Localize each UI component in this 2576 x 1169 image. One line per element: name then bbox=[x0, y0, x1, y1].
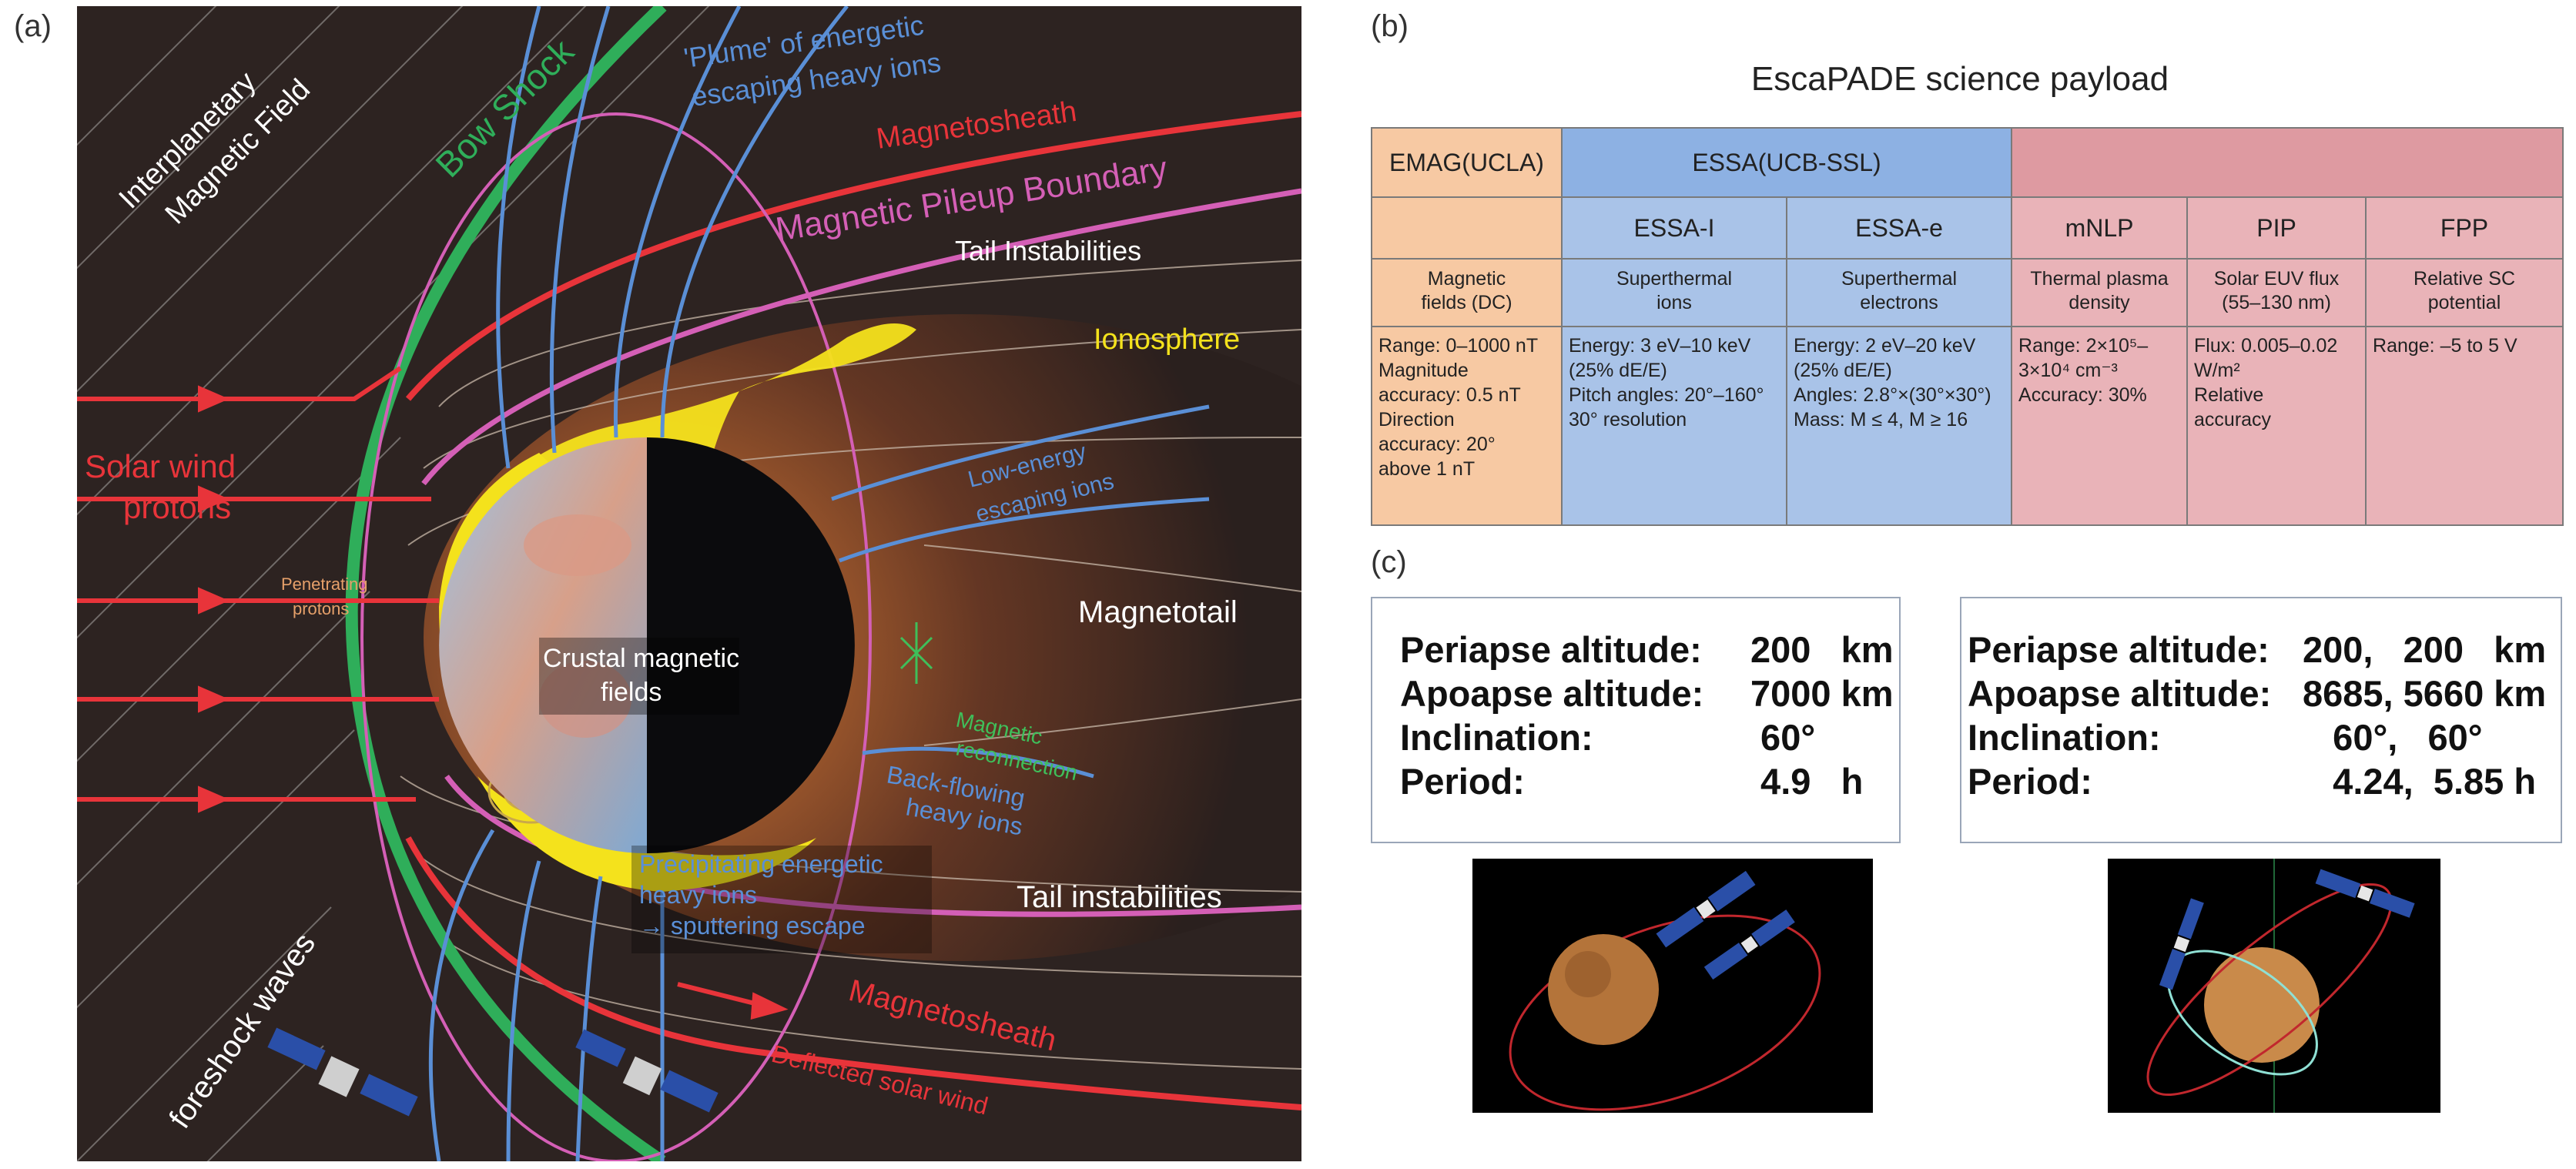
spec-cell-essa-i: Energy: 3 eV–10 keV(25% dE/E)Pitch angle… bbox=[1561, 326, 1787, 526]
magnetotail-label: Magnetotail bbox=[1078, 595, 1238, 629]
instrument-essa-e: ESSA-e bbox=[1785, 196, 2013, 260]
pileup-boundary-lower bbox=[444, 774, 1301, 917]
inclination-row: Inclination: 60°, 60° bbox=[1968, 717, 2483, 758]
period-row: Period: 4.9 h bbox=[1400, 761, 1864, 802]
crustal-label-1: Crustal magnetic bbox=[543, 644, 739, 673]
panel-label-c: (c) bbox=[1371, 545, 1407, 579]
solar-wind-arrows bbox=[77, 366, 789, 1020]
period-row: Period: 4.24, 5.85 h bbox=[1968, 761, 2537, 802]
instrument-pip: PIP bbox=[2186, 196, 2367, 260]
ionosphere-label: Ionosphere bbox=[1094, 323, 1240, 356]
payload-title: EscaPADE science payload bbox=[1750, 60, 2169, 98]
apoapse-row: Apoapse altitude:7000 km bbox=[1400, 673, 1894, 714]
instrument-essa-i: ESSA-I bbox=[1561, 196, 1787, 260]
instrument-emag bbox=[1371, 196, 1563, 260]
group-emag: EMAG(UCLA) bbox=[1371, 127, 1563, 198]
instrument-fpp: FPP bbox=[2365, 196, 2564, 260]
apoapse-row: Apoapse altitude:8685, 5660 km bbox=[1968, 673, 2547, 714]
mars-planet bbox=[439, 437, 855, 853]
tail-instabilities-top-label: Tail Instabilities bbox=[955, 235, 1141, 266]
tail-instabilities-bottom-label: Tail instabilities bbox=[1017, 880, 1222, 914]
orbit-params-dual: Periapse altitude:200, 200 km Apoapse al… bbox=[1960, 597, 2562, 843]
draped-field-lines bbox=[400, 260, 1301, 1070]
penetrating-label-2: protons bbox=[293, 599, 349, 618]
imf-lines bbox=[77, 6, 710, 1161]
single-orbit-illustration bbox=[1472, 859, 1873, 1113]
periapse-row: Periapse altitude:200 km bbox=[1400, 629, 1894, 670]
penetrating-label-1: Penetrating bbox=[281, 574, 368, 594]
reconnection-marker bbox=[899, 622, 933, 684]
ionosphere-lower bbox=[477, 776, 816, 892]
crustal-label-bg bbox=[539, 638, 739, 715]
satellite-left bbox=[267, 1027, 418, 1117]
spec-cell-fpp: Range: –5 to 5 V bbox=[2365, 326, 2564, 526]
crustal-label-2: fields bbox=[601, 678, 662, 707]
precipitating-label-3: → sputtering escape bbox=[639, 912, 866, 940]
instrument-row: ESSA-I ESSA-e mNLP PIP FPP bbox=[1371, 196, 2564, 260]
precipitating-label-2: heavy ions bbox=[639, 881, 757, 909]
panel-label-a: (a) bbox=[14, 9, 52, 43]
periapse-row: Periapse altitude:200, 200 km bbox=[1968, 629, 2547, 670]
dual-orbit-illustration bbox=[2108, 859, 2440, 1113]
bow-shock-curve bbox=[345, 6, 667, 1161]
panel-label-b: (b) bbox=[1371, 9, 1409, 43]
inclination-row: Inclination: 60° bbox=[1400, 717, 1816, 758]
precipitating-label-bg bbox=[631, 846, 932, 953]
measurement-cell: Solar EUV flux(55–130 nm) bbox=[2186, 258, 2367, 327]
group-plasma bbox=[2011, 127, 2564, 198]
group-essa: ESSA(UCB-SSL) bbox=[1560, 127, 2013, 198]
payload-table: EMAG(UCLA) ESSA(UCB-SSL) ESSA-I ESSA-e m… bbox=[1371, 127, 2564, 526]
spec-cell-essa-e: Energy: 2 eV–20 keV(25% dE/E)Angles: 2.8… bbox=[1785, 326, 2013, 526]
pileup-boundary-curve bbox=[421, 188, 1301, 486]
group-row: EMAG(UCLA) ESSA(UCB-SSL) bbox=[1371, 127, 2564, 198]
magnetosheath-upper-curve bbox=[405, 111, 1301, 401]
solar-wind-label-1: Solar wind bbox=[85, 448, 236, 484]
instrument-mnlp: mNLP bbox=[2011, 196, 2189, 260]
ion-flow-lines bbox=[428, 6, 1210, 1161]
satellite-right bbox=[575, 1029, 719, 1113]
solar-wind-label-2: protons bbox=[123, 489, 231, 525]
spacecraft-orbit-ellipse bbox=[360, 112, 872, 1161]
orbit-params-single: Periapse altitude:200 km Apoapse altitud… bbox=[1371, 597, 1901, 843]
mars-plasma-diagram: Interplanetary Magnetic Field Bow Shock … bbox=[77, 6, 1301, 1161]
precipitating-label-1: Precipitating energetic bbox=[639, 850, 883, 878]
